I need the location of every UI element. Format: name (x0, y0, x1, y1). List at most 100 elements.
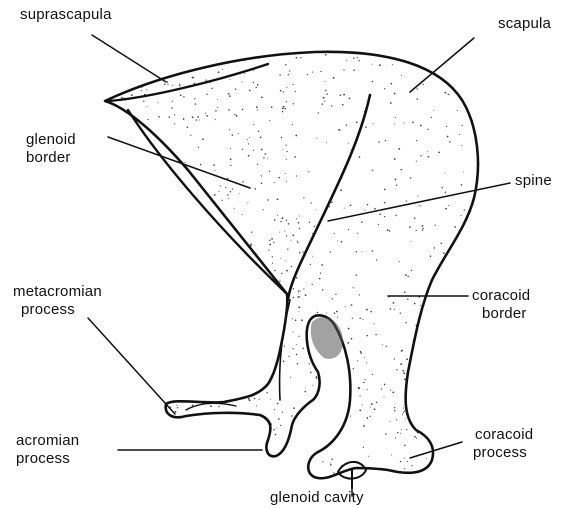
stipple-dot (358, 60, 359, 61)
stipple-dot (270, 372, 272, 374)
stipple-dot (315, 422, 316, 423)
stipple-dot (284, 346, 285, 347)
stipple-dot (248, 262, 250, 264)
stipple-dot (134, 352, 136, 354)
stipple-dot (206, 271, 208, 273)
stipple-dot (421, 476, 422, 477)
stipple-dot (284, 231, 285, 232)
stipple-dot (102, 286, 103, 287)
stipple-dot (205, 271, 206, 272)
stipple-dot (285, 64, 287, 66)
stipple-dot (156, 62, 158, 64)
label-acromian-line2: process (16, 450, 79, 468)
stipple-dot (321, 264, 323, 266)
stipple-dot (113, 335, 114, 336)
stipple-dot (267, 199, 268, 200)
stipple-dot (248, 466, 249, 467)
stipple-dot (253, 150, 254, 151)
stipple-dot (220, 185, 221, 186)
stipple-dot (198, 147, 199, 148)
stipple-dot (297, 242, 298, 243)
stipple-dot (194, 482, 196, 484)
stipple-dot (361, 251, 362, 252)
stipple-dot (309, 222, 310, 223)
stipple-dot (253, 310, 254, 311)
stipple-dot (218, 191, 219, 192)
stipple-dot (117, 200, 118, 201)
stipple-dot (337, 240, 338, 241)
stipple-dot (323, 97, 325, 99)
label-suprascapula: suprascapula (20, 6, 112, 24)
stipple-dot (308, 171, 309, 172)
stipple-dot (218, 351, 219, 352)
stipple-dot (366, 362, 367, 363)
stipple-dot (147, 63, 149, 65)
stipple-dot (242, 181, 243, 182)
stipple-dot (348, 328, 350, 330)
stipple-dot (217, 99, 218, 100)
stipple-dot (165, 292, 167, 294)
stipple-dot (362, 319, 363, 320)
stipple-dot (342, 104, 343, 105)
stipple-dot (320, 272, 321, 273)
stipple-dot (162, 355, 163, 356)
stipple-dot (418, 196, 419, 197)
stipple-dot (454, 394, 455, 395)
stipple-dot (223, 246, 224, 247)
stipple-dot (170, 283, 171, 284)
stipple-dot (362, 404, 363, 405)
stipple-dot (314, 348, 315, 349)
stipple-dot (414, 303, 416, 305)
stipple-dot (372, 81, 374, 83)
stipple-dot (444, 312, 445, 313)
stipple-dot (140, 351, 142, 353)
stipple-dot (100, 451, 102, 453)
stipple-dot (375, 334, 376, 335)
stipple-dot (464, 209, 465, 210)
stipple-dot (324, 360, 325, 361)
stipple-dot (397, 432, 398, 433)
stipple-dot (299, 311, 300, 312)
stipple-dot (248, 398, 250, 400)
stipple-dot (142, 177, 143, 178)
stipple-dot (452, 388, 453, 389)
stipple-dot (441, 481, 442, 482)
stipple-dot (122, 230, 123, 231)
stipple-dot (207, 453, 208, 454)
stipple-dot (249, 399, 251, 401)
stipple-dot (325, 54, 327, 56)
stipple-dot (149, 226, 150, 227)
stipple-dot (107, 449, 108, 450)
stipple-dot (355, 482, 356, 483)
stipple-dot (181, 199, 182, 200)
stipple-dot (185, 305, 186, 306)
stipple-dot (445, 173, 446, 174)
stipple-dot (211, 287, 213, 289)
stipple-dot (360, 351, 361, 352)
stipple-dot (340, 95, 341, 96)
stipple-dot (138, 251, 139, 252)
stipple-dot (471, 421, 473, 423)
stipple-dot (230, 79, 231, 80)
stipple-dot (470, 93, 472, 95)
stipple-dot (269, 240, 270, 241)
stipple-dot (183, 118, 185, 120)
stipple-dot (280, 425, 281, 426)
stipple-dot (298, 336, 299, 337)
stipple-dot (193, 183, 194, 184)
stipple-dot (366, 335, 368, 337)
stipple-dot (214, 194, 216, 196)
stipple-dot (210, 328, 212, 330)
stipple-dot (434, 419, 435, 420)
stipple-dot (256, 349, 257, 350)
stipple-dot (419, 478, 420, 479)
stipple-dot (406, 479, 407, 480)
stipple-dot (281, 273, 282, 274)
stipple-dot (208, 380, 210, 382)
stipple-dot (431, 117, 432, 118)
stipple-dot (442, 401, 443, 402)
stipple-dot (225, 187, 226, 188)
stipple-dot (213, 239, 215, 241)
stipple-dot (163, 438, 164, 439)
stipple-dot (176, 473, 178, 475)
